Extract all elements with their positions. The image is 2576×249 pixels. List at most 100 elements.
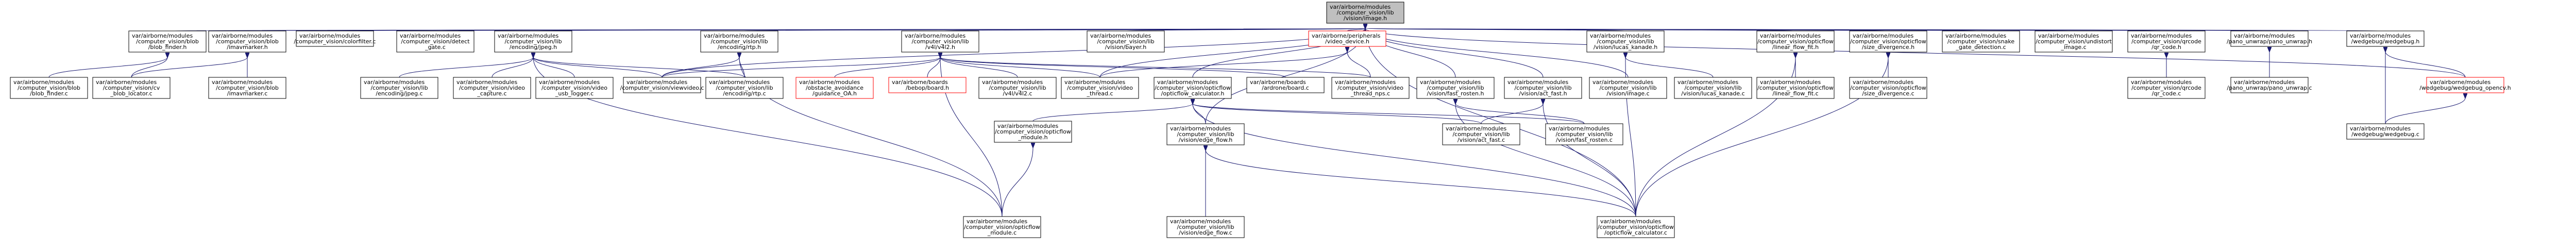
node-box — [1166, 216, 1245, 238]
file-node[interactable]: var/airborne/modules/computer_vision/lib… — [1545, 123, 1623, 145]
file-node[interactable]: var/airborne/modules/computer_vision/det… — [396, 30, 474, 53]
node-label-line: var/airborne/modules — [364, 79, 425, 86]
node-label-line: var/airborne/modules — [704, 32, 765, 39]
include-edge — [1543, 104, 1636, 217]
file-node[interactable]: var/airborne/modules/pano_unwrap/pano_un… — [2227, 30, 2312, 47]
file-node[interactable]: var/airborne/modules/computer_vision/lib… — [901, 30, 979, 53]
file-node[interactable]: var/airborne/modules/computer_vision/qrc… — [2127, 77, 2206, 99]
node-box — [795, 77, 874, 99]
file-node[interactable]: var/airborne/modules/computer_vision/blo… — [128, 30, 207, 53]
node-label-line: /computer_vision/blob — [216, 38, 279, 45]
node-box — [535, 77, 614, 99]
file-node[interactable]: var/airborne/modules/computer_vision/lib… — [494, 30, 572, 53]
file-node[interactable]: var/airborne/modules/computer_vision/blo… — [208, 77, 286, 99]
node-label-line: /blob_finder.c — [30, 90, 68, 97]
node-label-line: /computer_vision/lib — [1177, 224, 1234, 230]
file-node[interactable]: var/airborne/modules/computer_vision/lib… — [705, 77, 784, 99]
file-node[interactable]: var/airborne/modules/pano_unwrap/pano_un… — [2227, 77, 2312, 93]
file-node[interactable]: var/airborne/modules/computer_vision/blo… — [208, 30, 286, 53]
include-edge — [492, 57, 533, 78]
graph-nodes: var/airborne/modules/computer_vision/lib… — [10, 2, 2511, 238]
include-edge — [1455, 104, 1585, 124]
node-label-line: var/airborne/modules — [1446, 125, 1507, 132]
file-node[interactable]: var/airborne/modules/computer_vision/opt… — [1849, 30, 1927, 53]
node-label-line: /computer_vision/lib — [1427, 85, 1484, 91]
file-node[interactable]: var/airborne/modules/computer_vision/und… — [2035, 30, 2113, 53]
node-box — [705, 77, 784, 99]
node-box — [1849, 30, 1927, 53]
file-node[interactable]: var/airborne/modules/computer_vision/vid… — [453, 77, 531, 99]
node-label-line: /computer_vision/video — [1067, 85, 1133, 91]
file-node[interactable]: var/airborne/modules/computer_vision/lib… — [1166, 123, 1245, 145]
node-label-line: /opticflow_calculator.c — [1604, 229, 1667, 236]
file-node[interactable]: var/airborne/modules/computer_vision/cv_… — [92, 77, 171, 99]
file-node[interactable]: var/airborne/boards/bebop/board.h — [888, 77, 967, 93]
node-label-line: /vision/edge_flow.h — [1179, 137, 1233, 143]
file-node[interactable]: var/airborne/modules/computer_vision/opt… — [963, 216, 1041, 238]
file-node[interactable]: var/airborne/modules/computer_vision/vid… — [1061, 77, 1139, 99]
file-node[interactable]: var/airborne/modules/computer_vision/lib… — [1589, 77, 1667, 99]
file-node[interactable]: var/airborne/modules/wedgebug/wedgebug.c — [2346, 123, 2425, 140]
file-node[interactable]: var/airborne/modules/computer_vision/opt… — [994, 121, 1072, 143]
file-node[interactable]: var/airborne/modules/computer_vision/lib… — [1442, 123, 1520, 145]
file-node[interactable]: var/airborne/modules/computer_vision/opt… — [1597, 216, 1675, 238]
node-label-line: var/airborne/modules — [2234, 32, 2295, 39]
file-node[interactable]: var/airborne/modules/obstacle_avoidance/… — [795, 77, 874, 99]
file-node[interactable]: var/airborne/boards/ardrone/board.c — [1246, 77, 1325, 93]
node-box — [1756, 30, 1835, 53]
file-node[interactable]: var/airborne/modules/computer_vision/opt… — [1756, 30, 1835, 53]
node-label-line: var/airborne/boards — [1250, 79, 1306, 86]
root-file-node: var/airborne/modules/computer_vision/lib… — [1326, 2, 1404, 24]
file-node[interactable]: var/airborne/modules/computer_vision/sna… — [1942, 30, 2020, 53]
include-edge — [533, 57, 745, 78]
file-node[interactable]: var/airborne/modules/wedgebug/wedgebug_o… — [2419, 77, 2511, 93]
file-node[interactable]: var/airborne/modules/computer_vision/lib… — [1416, 77, 1495, 99]
node-label-line: var/airborne/modules — [1677, 79, 1739, 86]
file-node[interactable]: var/airborne/modules/computer_vision/lib… — [1087, 30, 1165, 53]
file-node[interactable]: var/airborne/modules/computer_vision/lib… — [1504, 77, 1582, 99]
node-label-line: /vision/act_fast.c — [1458, 137, 1505, 143]
file-node[interactable]: var/airborne/modules/computer_vision/opt… — [1154, 77, 1232, 99]
file-node[interactable]: var/airborne/modules/computer_vision/lib… — [978, 77, 1057, 99]
include-edge — [1193, 104, 1585, 124]
file-node[interactable]: var/airborne/modules/computer_vision/vie… — [620, 77, 704, 93]
file-node[interactable]: var/airborne/modules/wedgebug/wedgebug.h — [2346, 30, 2425, 47]
node-label-line: /computer_vision/lib — [1514, 85, 1571, 91]
node-box — [1442, 123, 1520, 145]
node-label-line: var/airborne/modules — [212, 79, 273, 86]
node-label-line: var/airborne/modules — [1592, 79, 1654, 86]
node-label-line: /computer_vision/opticflow — [995, 128, 1071, 135]
include-edge — [1455, 104, 1636, 217]
node-label-line: var/airborne/modules — [1170, 125, 1231, 132]
file-node[interactable]: var/airborne/peripherals/video_device.h — [1308, 30, 1386, 47]
node-label-line: var/airborne/modules — [967, 218, 1028, 225]
node-box — [494, 30, 572, 53]
file-node[interactable]: var/airborne/modules/computer_vision/opt… — [1849, 77, 1927, 99]
file-node[interactable]: var/airborne/modules/computer_vision/vid… — [535, 77, 614, 99]
node-box — [1331, 77, 1410, 99]
file-node[interactable]: var/airborne/modules/computer_vision/vid… — [1331, 77, 1410, 99]
file-node[interactable]: var/airborne/modules/computer_vision/qrc… — [2127, 30, 2206, 53]
include-edge — [940, 57, 1100, 78]
file-node[interactable]: var/airborne/modules/computer_vision/blo… — [10, 77, 88, 99]
file-node[interactable]: var/airborne/modules/computer_vision/lib… — [1586, 30, 1665, 53]
node-label-line: _thread.c — [1086, 90, 1113, 97]
node-label-line: var/airborne/modules — [539, 79, 600, 86]
file-node[interactable]: var/airborne/modules/computer_vision/lib… — [360, 77, 438, 99]
node-label-line: /vision/act_fast.h — [1519, 90, 1567, 97]
node-label-line: _module.h — [1018, 134, 1047, 141]
node-label-line: /vision/lucas_kanade.h — [1594, 44, 1657, 51]
node-label-line: var/airborne/modules — [1590, 32, 1651, 39]
node-label-line: /computer_vision/opticflow — [1757, 38, 1834, 45]
node-label-line: _image.c — [2060, 44, 2086, 51]
file-node[interactable]: var/airborne/modules/computer_vision/opt… — [1756, 77, 1835, 99]
node-label-line: _gate_detection.c — [1955, 44, 2006, 51]
node-label-line: var/airborne/modules — [1760, 32, 1821, 39]
file-node[interactable]: var/airborne/modules/computer_vision/lib… — [700, 30, 778, 53]
include-edge — [131, 57, 167, 78]
node-box — [888, 77, 967, 93]
include-edge — [1481, 104, 1543, 124]
file-node[interactable]: var/airborne/modules/computer_vision/lib… — [1166, 216, 1245, 238]
file-node[interactable]: var/airborne/modules/computer_vision/lib… — [1674, 77, 1752, 99]
file-node[interactable]: var/airborne/modules/computer_vision/col… — [294, 30, 376, 47]
